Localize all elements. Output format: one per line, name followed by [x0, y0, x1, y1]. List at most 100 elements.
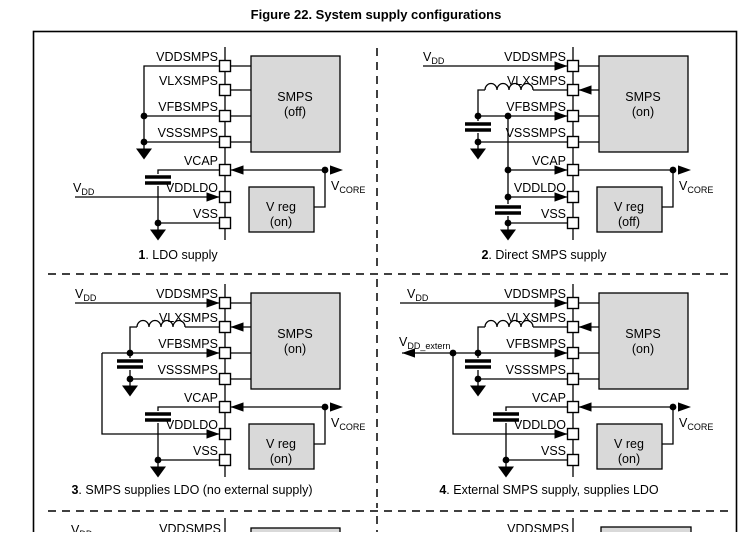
arrow-right-icon	[330, 402, 343, 412]
pin-vddldo	[218, 427, 232, 441]
arrow-left-icon	[230, 402, 244, 412]
smps-block	[598, 292, 689, 390]
inductor-leads	[477, 326, 568, 353]
pin-vsssmps	[566, 372, 580, 386]
diagram-6-partial: VDDSMPS	[507, 518, 692, 537]
pin-label-vddsmps: VDDSMPS	[504, 50, 566, 64]
vdd-label: VDD	[407, 287, 429, 303]
pin-vlxsmps	[218, 320, 232, 334]
pin-label-vddsmps: VDDSMPS	[504, 287, 566, 301]
vreg-block	[596, 186, 663, 233]
vcore-wire	[230, 169, 326, 208]
pin-vddsmps	[218, 296, 232, 310]
smps-block	[250, 292, 341, 390]
smps-block	[598, 55, 689, 153]
junction-dots	[449, 349, 677, 464]
pin-labels: VDDSMPS VLXSMPS VFBSMPS VSSSMPS VCAP VDD…	[156, 287, 218, 458]
figure-border	[32, 30, 738, 537]
pin-label-vcap: VCAP	[532, 391, 566, 405]
pin-vfbsmps	[218, 109, 232, 123]
pin-vfbsmps	[566, 346, 580, 360]
capacitor-icon	[115, 359, 145, 369]
vcap-capacitor-wires	[505, 406, 568, 461]
junction-dots	[126, 349, 329, 464]
pin-label-vsssmps: VSSSMPS	[506, 126, 566, 140]
pin-label-vfbsmps: VFBSMPS	[158, 100, 218, 114]
caption-4: 4. External SMPS supply, supplies LDO	[439, 483, 659, 497]
vdd-label: VDD	[75, 287, 97, 303]
arrow-left-icon	[578, 322, 592, 332]
vreg-block-state: (on)	[618, 452, 640, 466]
arrow-left-icon	[230, 165, 244, 175]
smps-pin-wires	[230, 302, 251, 380]
pin-label-vss: VSS	[193, 207, 218, 221]
vreg-block	[248, 423, 315, 470]
vreg-block	[248, 186, 315, 233]
smps-block-label: SMPS	[625, 90, 660, 104]
vcore-wire	[578, 169, 674, 208]
pin-labels: VDDSMPS VLXSMPS VFBSMPS VSSSMPS VCAP VDD…	[156, 50, 218, 221]
junction-dots	[474, 112, 677, 227]
smps-block-state: (on)	[284, 342, 306, 356]
vcap-capacitor-wires	[157, 169, 220, 224]
capacitor-icon	[493, 205, 523, 215]
smps-block-label: SMPS	[277, 327, 312, 341]
pin-vcap	[566, 400, 580, 414]
pin-vfbsmps	[218, 346, 232, 360]
vreg-block-state: (off)	[618, 215, 640, 229]
arrow-right-icon	[678, 165, 691, 175]
pin-label-vddsmps: VDDSMPS	[156, 287, 218, 301]
smps-pin-wires	[578, 65, 599, 143]
smps-block-state: (on)	[632, 342, 654, 356]
pin-vss	[566, 216, 580, 230]
pin-labels: VDDSMPS VLXSMPS VFBSMPS VSSSMPS VCAP VDD…	[504, 287, 566, 458]
pin-vddldo	[566, 190, 580, 204]
pin-label-vcap: VCAP	[184, 154, 218, 168]
pin-vcap	[218, 163, 232, 177]
pin-label-vfbsmps: VFBSMPS	[158, 337, 218, 351]
pin-vddldo	[566, 427, 580, 441]
junction-dots	[140, 112, 329, 227]
vcap-capacitor-wires	[157, 406, 220, 461]
vreg-block-state: (on)	[270, 452, 292, 466]
diagram-4-external-smps-supply: SMPS (on) V reg (on) VDD VDD_extern VCOR…	[399, 284, 713, 479]
vcore-label: VCORE	[679, 416, 713, 432]
pin-label-vlxsmps: VLXSMPS	[159, 311, 218, 325]
ldo-feed-wires	[452, 353, 568, 435]
arrow-left-icon	[230, 322, 244, 332]
pin-label-vddldo: VDDLDO	[514, 418, 566, 432]
pin-vss	[566, 453, 580, 467]
vcore-label: VCORE	[331, 416, 365, 432]
arrow-right-icon	[330, 165, 343, 175]
pin-label-vlxsmps: VLXSMPS	[507, 74, 566, 88]
pin-vss	[218, 216, 232, 230]
pin-vddsmps	[218, 59, 232, 73]
vdd-label: VDD	[73, 181, 95, 197]
pin-label-vddsmps: VDDSMPS	[159, 522, 221, 532]
pin-vcap	[566, 163, 580, 177]
inductor-leads	[477, 89, 568, 116]
smps-block-state: (off)	[284, 105, 306, 119]
capacitor-icon	[463, 122, 493, 132]
pin-label-vlxsmps: VLXSMPS	[159, 74, 218, 88]
pin-label-vlxsmps: VLXSMPS	[507, 311, 566, 325]
diagram-5-partial: VDD VDDSMPS	[71, 518, 341, 537]
pin-label-vsssmps: VSSSMPS	[158, 363, 218, 377]
smps-block	[600, 526, 692, 537]
smps-block-label: SMPS	[625, 327, 660, 341]
pin-vsssmps	[218, 135, 232, 149]
smps-block	[250, 527, 341, 537]
pin-label-vss: VSS	[541, 444, 566, 458]
pin-label-vddldo: VDDLDO	[514, 181, 566, 195]
diagram-2-direct-smps-supply: SMPS (on) V reg (off) VDD VCORE VDDSMPS …	[423, 47, 713, 242]
pin-vsssmps	[566, 135, 580, 149]
pin-label-vcap: VCAP	[532, 154, 566, 168]
pin-vddsmps	[566, 59, 580, 73]
smps-block-label: SMPS	[277, 90, 312, 104]
ldo-feed-wires	[101, 352, 220, 435]
figure-title: Figure 22. System supply configurations	[251, 7, 502, 22]
arrow-right-icon	[678, 402, 691, 412]
smps-block	[250, 55, 341, 153]
arrow-left-icon	[578, 402, 592, 412]
arrow-left-icon	[578, 85, 592, 95]
